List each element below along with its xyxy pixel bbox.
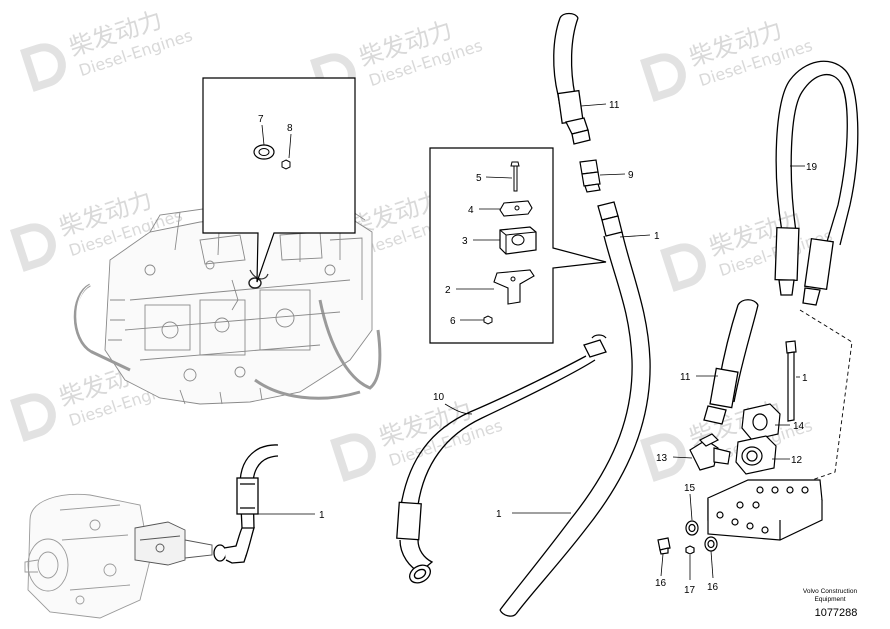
callout-15: 12 xyxy=(791,455,803,466)
manifold-block xyxy=(707,479,823,541)
callout-13: 14 xyxy=(793,421,805,432)
callout-16b: 16 xyxy=(707,582,719,593)
callout-9: 9 xyxy=(628,170,634,181)
hose-11-lower xyxy=(703,299,759,425)
callout-12: 13 xyxy=(656,453,668,464)
hose-1-lower xyxy=(236,444,279,529)
watermark: 柴发动力 Diesel-Engines xyxy=(330,396,505,482)
connection-dashed xyxy=(799,309,853,481)
callout-10: 10 xyxy=(433,392,445,403)
injection-pump xyxy=(24,493,213,619)
callout-16a: 15 xyxy=(684,483,696,494)
callout-1a: 1 xyxy=(654,231,660,242)
callout-17: 16 xyxy=(655,578,667,589)
callout-1c: 1 xyxy=(319,510,325,521)
caption-block: Volvo Construction Equipment 1077288 xyxy=(803,588,858,619)
watermark: 柴发动力 Diesel-Engines xyxy=(640,16,815,102)
adapter-9 xyxy=(579,159,601,193)
screw-part xyxy=(281,159,291,170)
watermark-logo-icon xyxy=(640,433,686,482)
plug-18 xyxy=(685,545,695,555)
watermark-logo-icon xyxy=(10,223,56,272)
watermark-logo-icon xyxy=(640,53,686,102)
callout-7: 7 xyxy=(258,114,264,125)
banjo-13-15 xyxy=(735,403,781,475)
callout-4: 4 xyxy=(468,205,474,216)
elbow-12 xyxy=(689,433,731,471)
plug-16b xyxy=(704,536,718,552)
plug-16a xyxy=(685,520,699,536)
callout-8: 8 xyxy=(287,123,293,134)
callout-11a: 11 xyxy=(609,100,620,111)
callout-11b: 11 xyxy=(680,372,691,383)
plug-17 xyxy=(657,537,671,555)
watermark: 柴发动力 Diesel-Engines xyxy=(20,6,195,92)
watermark-logo-icon xyxy=(660,243,706,292)
detail-box-78: 7 8 xyxy=(202,77,356,283)
watermark-logo-icon xyxy=(20,43,66,92)
callout-2: 2 xyxy=(445,285,451,296)
callout-19: 19 xyxy=(806,162,818,173)
caption-line1: Volvo Construction xyxy=(803,588,858,595)
callout-1b: 1 xyxy=(496,509,502,520)
hose-10 xyxy=(396,334,607,584)
callout-6: 6 xyxy=(450,316,456,327)
watermark-logo-icon xyxy=(330,433,376,482)
bolt-14 xyxy=(785,340,797,422)
hose-19 xyxy=(774,60,859,306)
callout-14: 1 xyxy=(802,373,808,384)
pump-fitting xyxy=(213,527,255,564)
hose-1-main xyxy=(499,201,651,617)
watermark-logo-icon xyxy=(10,393,56,442)
hose-11-upper xyxy=(553,12,591,145)
leader-11a xyxy=(580,103,607,107)
callout-18: 17 xyxy=(684,585,696,596)
callout-3: 3 xyxy=(462,236,468,247)
caption-line2: Equipment xyxy=(814,596,845,603)
callout-5: 5 xyxy=(476,173,482,184)
detail-box-clamp: 5 4 3 2 6 xyxy=(429,147,607,344)
caption-number: 1077288 xyxy=(815,607,858,619)
